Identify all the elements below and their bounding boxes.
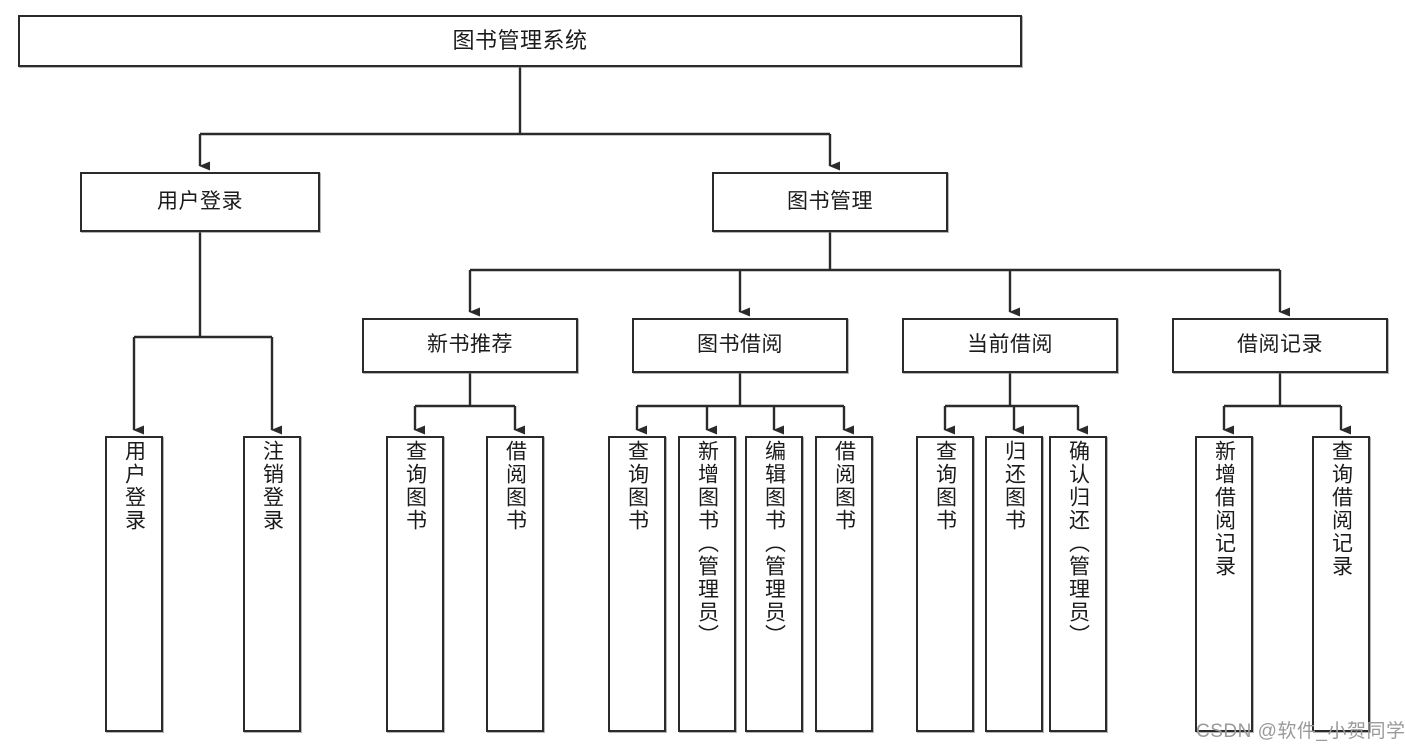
leaf-newbook-query-book-label: 查询图书 <box>403 440 427 532</box>
node-root-label: 图书管理系统 <box>452 28 588 54</box>
leaf-logout-label: 注销登录 <box>260 440 284 532</box>
leaf-bookborrow-add-book-label: 新增图书（管理员） <box>695 440 719 647</box>
node-book-management-label: 图书管理 <box>787 189 873 213</box>
leaf-newbook-query-book[interactable]: 查询图书 <box>386 436 444 732</box>
leaf-currentborrow-confirm-return-label: 确认归还（管理员） <box>1066 440 1090 647</box>
leaf-bookborrow-query-book-label: 查询图书 <box>625 440 649 532</box>
leaf-currentborrow-return-book[interactable]: 归还图书 <box>985 436 1043 732</box>
node-user-login[interactable]: 用户登录 <box>80 172 320 232</box>
leaf-bookborrow-query-book[interactable]: 查询图书 <box>608 436 666 732</box>
node-book-borrow[interactable]: 图书借阅 <box>632 318 848 373</box>
node-book-management[interactable]: 图书管理 <box>712 172 948 232</box>
leaf-currentborrow-query-book-label: 查询图书 <box>933 440 957 532</box>
leaf-bookborrow-borrow-book-label: 借阅图书 <box>832 440 856 532</box>
leaf-bookborrow-edit-book[interactable]: 编辑图书（管理员） <box>745 436 803 732</box>
leaf-bookborrow-add-book[interactable]: 新增图书（管理员） <box>678 436 736 732</box>
leaf-bookborrow-edit-book-label: 编辑图书（管理员） <box>762 440 786 647</box>
leaf-logout[interactable]: 注销登录 <box>243 436 301 732</box>
leaf-borrowrecord-add-record-label: 新增借阅记录 <box>1212 440 1236 578</box>
node-book-borrow-label: 图书借阅 <box>697 333 783 357</box>
node-borrow-record[interactable]: 借阅记录 <box>1172 318 1388 373</box>
node-current-borrow-label: 当前借阅 <box>967 333 1053 357</box>
node-root[interactable]: 图书管理系统 <box>18 15 1022 67</box>
leaf-borrowrecord-query-record[interactable]: 查询借阅记录 <box>1312 436 1370 732</box>
leaf-borrowrecord-query-record-label: 查询借阅记录 <box>1329 440 1353 578</box>
leaf-borrowrecord-add-record[interactable]: 新增借阅记录 <box>1195 436 1253 732</box>
leaf-user-login-label: 用户登录 <box>122 440 146 532</box>
node-new-book-recommend-label: 新书推荐 <box>427 333 513 357</box>
node-user-login-label: 用户登录 <box>157 189 243 213</box>
leaf-user-login[interactable]: 用户登录 <box>105 436 163 732</box>
leaf-currentborrow-query-book[interactable]: 查询图书 <box>916 436 974 732</box>
node-new-book-recommend[interactable]: 新书推荐 <box>362 318 578 373</box>
leaf-bookborrow-borrow-book[interactable]: 借阅图书 <box>815 436 873 732</box>
leaf-currentborrow-return-book-label: 归还图书 <box>1002 440 1026 532</box>
watermark-text: CSDN @软件_小贺同学 <box>1196 721 1405 742</box>
leaf-newbook-borrow-book-label: 借阅图书 <box>503 440 527 532</box>
node-current-borrow[interactable]: 当前借阅 <box>902 318 1118 373</box>
node-borrow-record-label: 借阅记录 <box>1237 333 1323 357</box>
leaf-newbook-borrow-book[interactable]: 借阅图书 <box>486 436 544 732</box>
leaf-currentborrow-confirm-return[interactable]: 确认归还（管理员） <box>1049 436 1107 732</box>
